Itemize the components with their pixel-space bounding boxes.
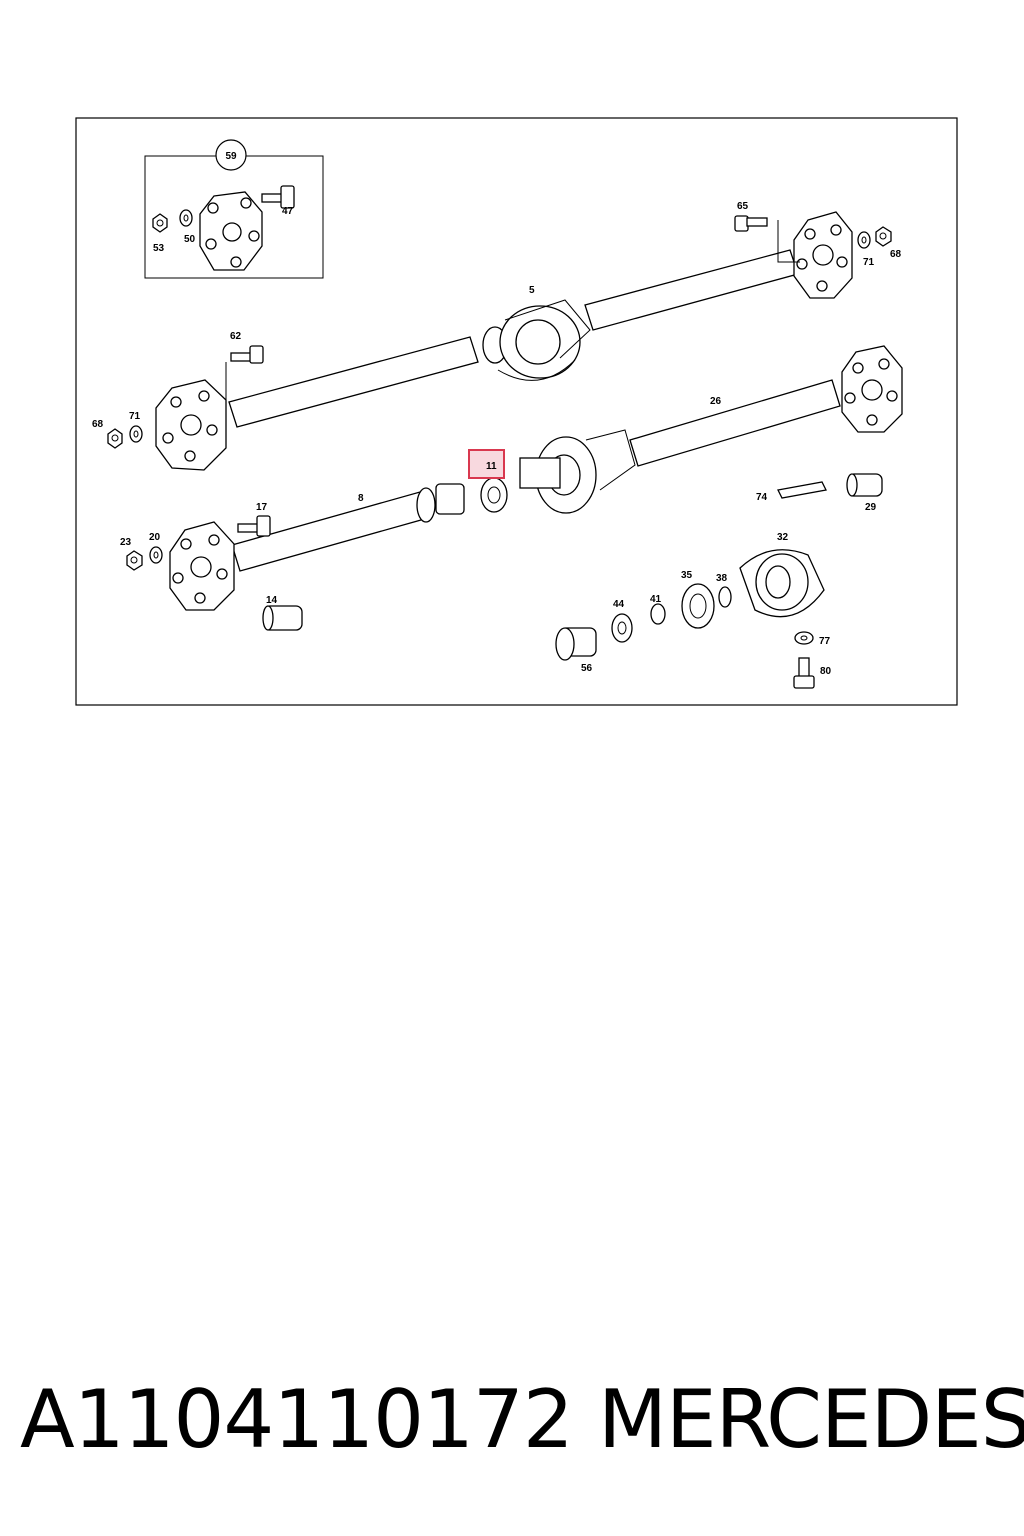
washer-77 [794,631,814,645]
propeller-shaft-8 [169,483,465,611]
label-62: 62 [230,331,242,342]
bolt-17 [237,515,271,537]
label-59: 59 [225,151,237,162]
label-23: 23 [120,537,132,548]
label-38: 38 [716,573,728,584]
bolt-65 [734,215,800,263]
part-number: A1104110172 [20,1373,574,1466]
label-14: 14 [266,595,278,606]
clip-74 [777,481,827,499]
label-20: 20 [149,532,161,543]
washer-71-lower [129,425,143,443]
propeller-shaft-5 [155,211,853,471]
sleeve-29 [846,473,883,497]
washer-71-upper [857,231,871,249]
label-68-lower: 68 [92,419,104,430]
label-50: 50 [184,234,196,245]
label-77: 77 [819,636,831,647]
highlight-box-11 [468,449,505,479]
washer-20 [149,546,163,564]
washer-50 [179,209,193,227]
ring-41 [650,603,666,625]
label-68-upper: 68 [890,249,902,260]
brand-name: MERCEDES [598,1373,1024,1466]
label-56: 56 [581,663,593,674]
label-26: 26 [710,396,722,407]
label-74: 74 [756,492,768,503]
nut-53 [152,213,168,233]
ball-bearing-35 [681,583,715,629]
label-47: 47 [282,206,294,217]
label-8: 8 [358,493,364,504]
label-71-upper: 71 [863,257,875,268]
label-71-lower: 71 [129,411,141,422]
label-17: 17 [256,502,268,513]
bolt-62 [225,345,264,405]
exploded-parts-diagram: 59 47 53 50 [75,117,958,706]
sleeve-14 [262,605,303,631]
label-41: 41 [650,594,662,605]
flex-disc-kit [199,191,263,271]
bolt-47 [261,185,295,209]
propeller-shaft-26 [519,345,903,514]
nut-68-lower [107,428,123,449]
kit-59-inset: 59 47 53 50 [144,139,324,279]
nut-23 [126,550,143,571]
label-11: 11 [486,461,497,472]
label-44: 44 [613,599,625,610]
part-caption: A1104110172 MERCEDES [0,1372,1024,1472]
label-5: 5 [529,285,535,296]
ring-38 [718,586,732,608]
diagram-frame [75,117,958,706]
sleeve-56 [555,627,597,661]
label-35: 35 [681,570,693,581]
label-32: 32 [777,532,789,543]
center-bearing-32 [739,549,825,618]
bolt-80 [793,657,815,689]
lock-washer-44 [611,613,633,643]
nut-11 [480,477,508,513]
label-80: 80 [820,666,832,677]
nut-68-upper [875,226,892,247]
label-65: 65 [737,201,749,212]
label-53: 53 [153,243,165,254]
label-29: 29 [865,502,877,513]
